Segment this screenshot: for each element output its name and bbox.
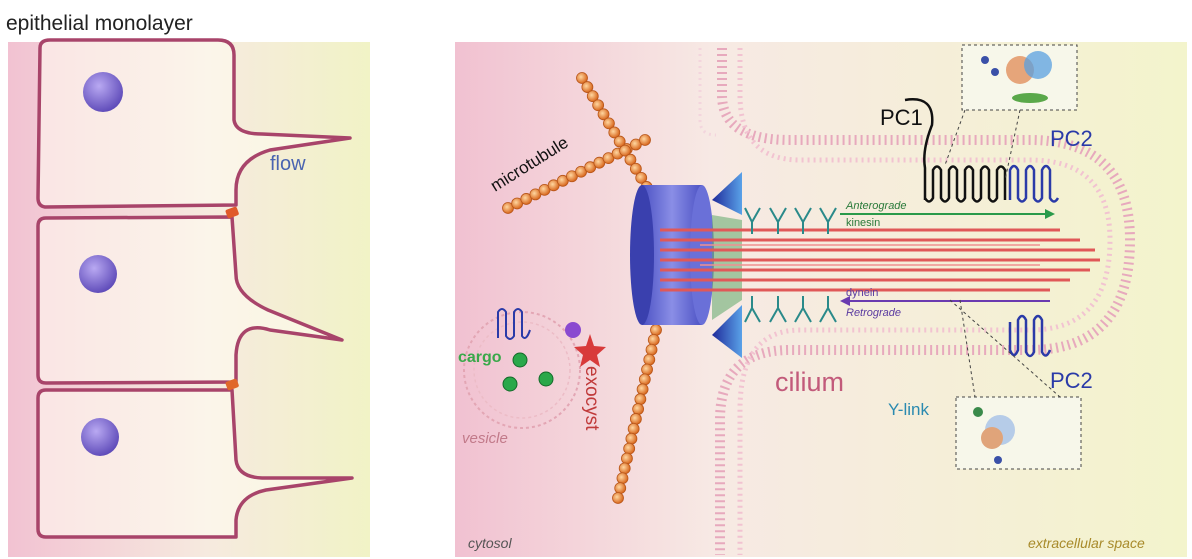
basal-body: [630, 185, 714, 325]
anterograde-label: Anterograde: [845, 200, 907, 212]
microtubule-bottom-bead: [613, 493, 624, 504]
microtubule-bottom-bead: [651, 325, 662, 336]
kif3-cargo-a: [981, 56, 989, 64]
microtubule-bottom-bead: [626, 433, 637, 444]
ylink-protein-d: [994, 456, 1002, 464]
cilium-label: cilium: [775, 367, 844, 397]
exocyst-node: [565, 322, 581, 338]
cilium-panel: Anterograde kinesin dynein Retrograde PC…: [455, 42, 1187, 557]
pc2-top-protein: [1010, 166, 1058, 202]
ylink-protein-b: [981, 427, 1003, 449]
microtubule-bottom-bead: [630, 413, 641, 424]
microtubule-bottom-bead: [615, 483, 626, 494]
microtubule-bottom-bead: [635, 394, 646, 405]
microtubule-bottom-bead: [621, 453, 632, 464]
pc1-label: PC1: [880, 105, 923, 130]
retrograde-label: Retrograde: [846, 307, 901, 319]
pc2-top-label: PC2: [1050, 126, 1093, 151]
epithelial-panel: flow: [8, 40, 370, 557]
exocyst-label: exocyst: [581, 366, 602, 431]
nucleus-2: [79, 255, 117, 293]
flow-label: flow: [270, 153, 306, 175]
microtubule-bottom-bead: [639, 374, 650, 385]
microtubule-bottom-bead: [642, 364, 653, 375]
ylink-protein-c: [973, 407, 983, 417]
kinesin-label: kinesin: [846, 217, 880, 229]
cytosol-label: cytosol: [468, 535, 512, 551]
ylink-inset-box: [956, 397, 1081, 469]
pc2-bottom-label: PC2: [1050, 368, 1093, 393]
cargo-label: cargo: [458, 349, 502, 366]
dynein-label: dynein: [846, 287, 878, 299]
vesicle-label: vesicle: [462, 430, 508, 447]
microtubule-bottom-bead: [628, 423, 639, 434]
microtubule-bottom-bead: [619, 463, 630, 474]
y-link-label: Y-link: [888, 400, 929, 419]
microtubule-bottom-bead: [624, 443, 635, 454]
microtubule-bottom-bead: [617, 473, 628, 484]
microtubule-top-left-bead: [640, 135, 651, 146]
nucleus-1: [83, 72, 123, 112]
microtubule-bottom-bead: [644, 354, 655, 365]
microtubule-bottom-bead: [646, 344, 657, 355]
cargo-item-2: [503, 377, 517, 391]
kif3-cargo-b: [991, 68, 999, 76]
kif3-motor-b: [1024, 51, 1052, 79]
cargo-item-1: [513, 353, 527, 367]
right-panel-background: [455, 42, 1187, 557]
microtubule-bottom-bead: [637, 384, 648, 395]
microtubule-bottom-bead: [633, 404, 644, 415]
kif3-base: [1012, 93, 1048, 103]
cargo-item-3: [539, 372, 553, 386]
nucleus-3: [81, 418, 119, 456]
extracellular-label: extracellular space: [1028, 535, 1145, 551]
axoneme: [660, 230, 1100, 290]
microtubule-bottom-bead: [648, 334, 659, 345]
